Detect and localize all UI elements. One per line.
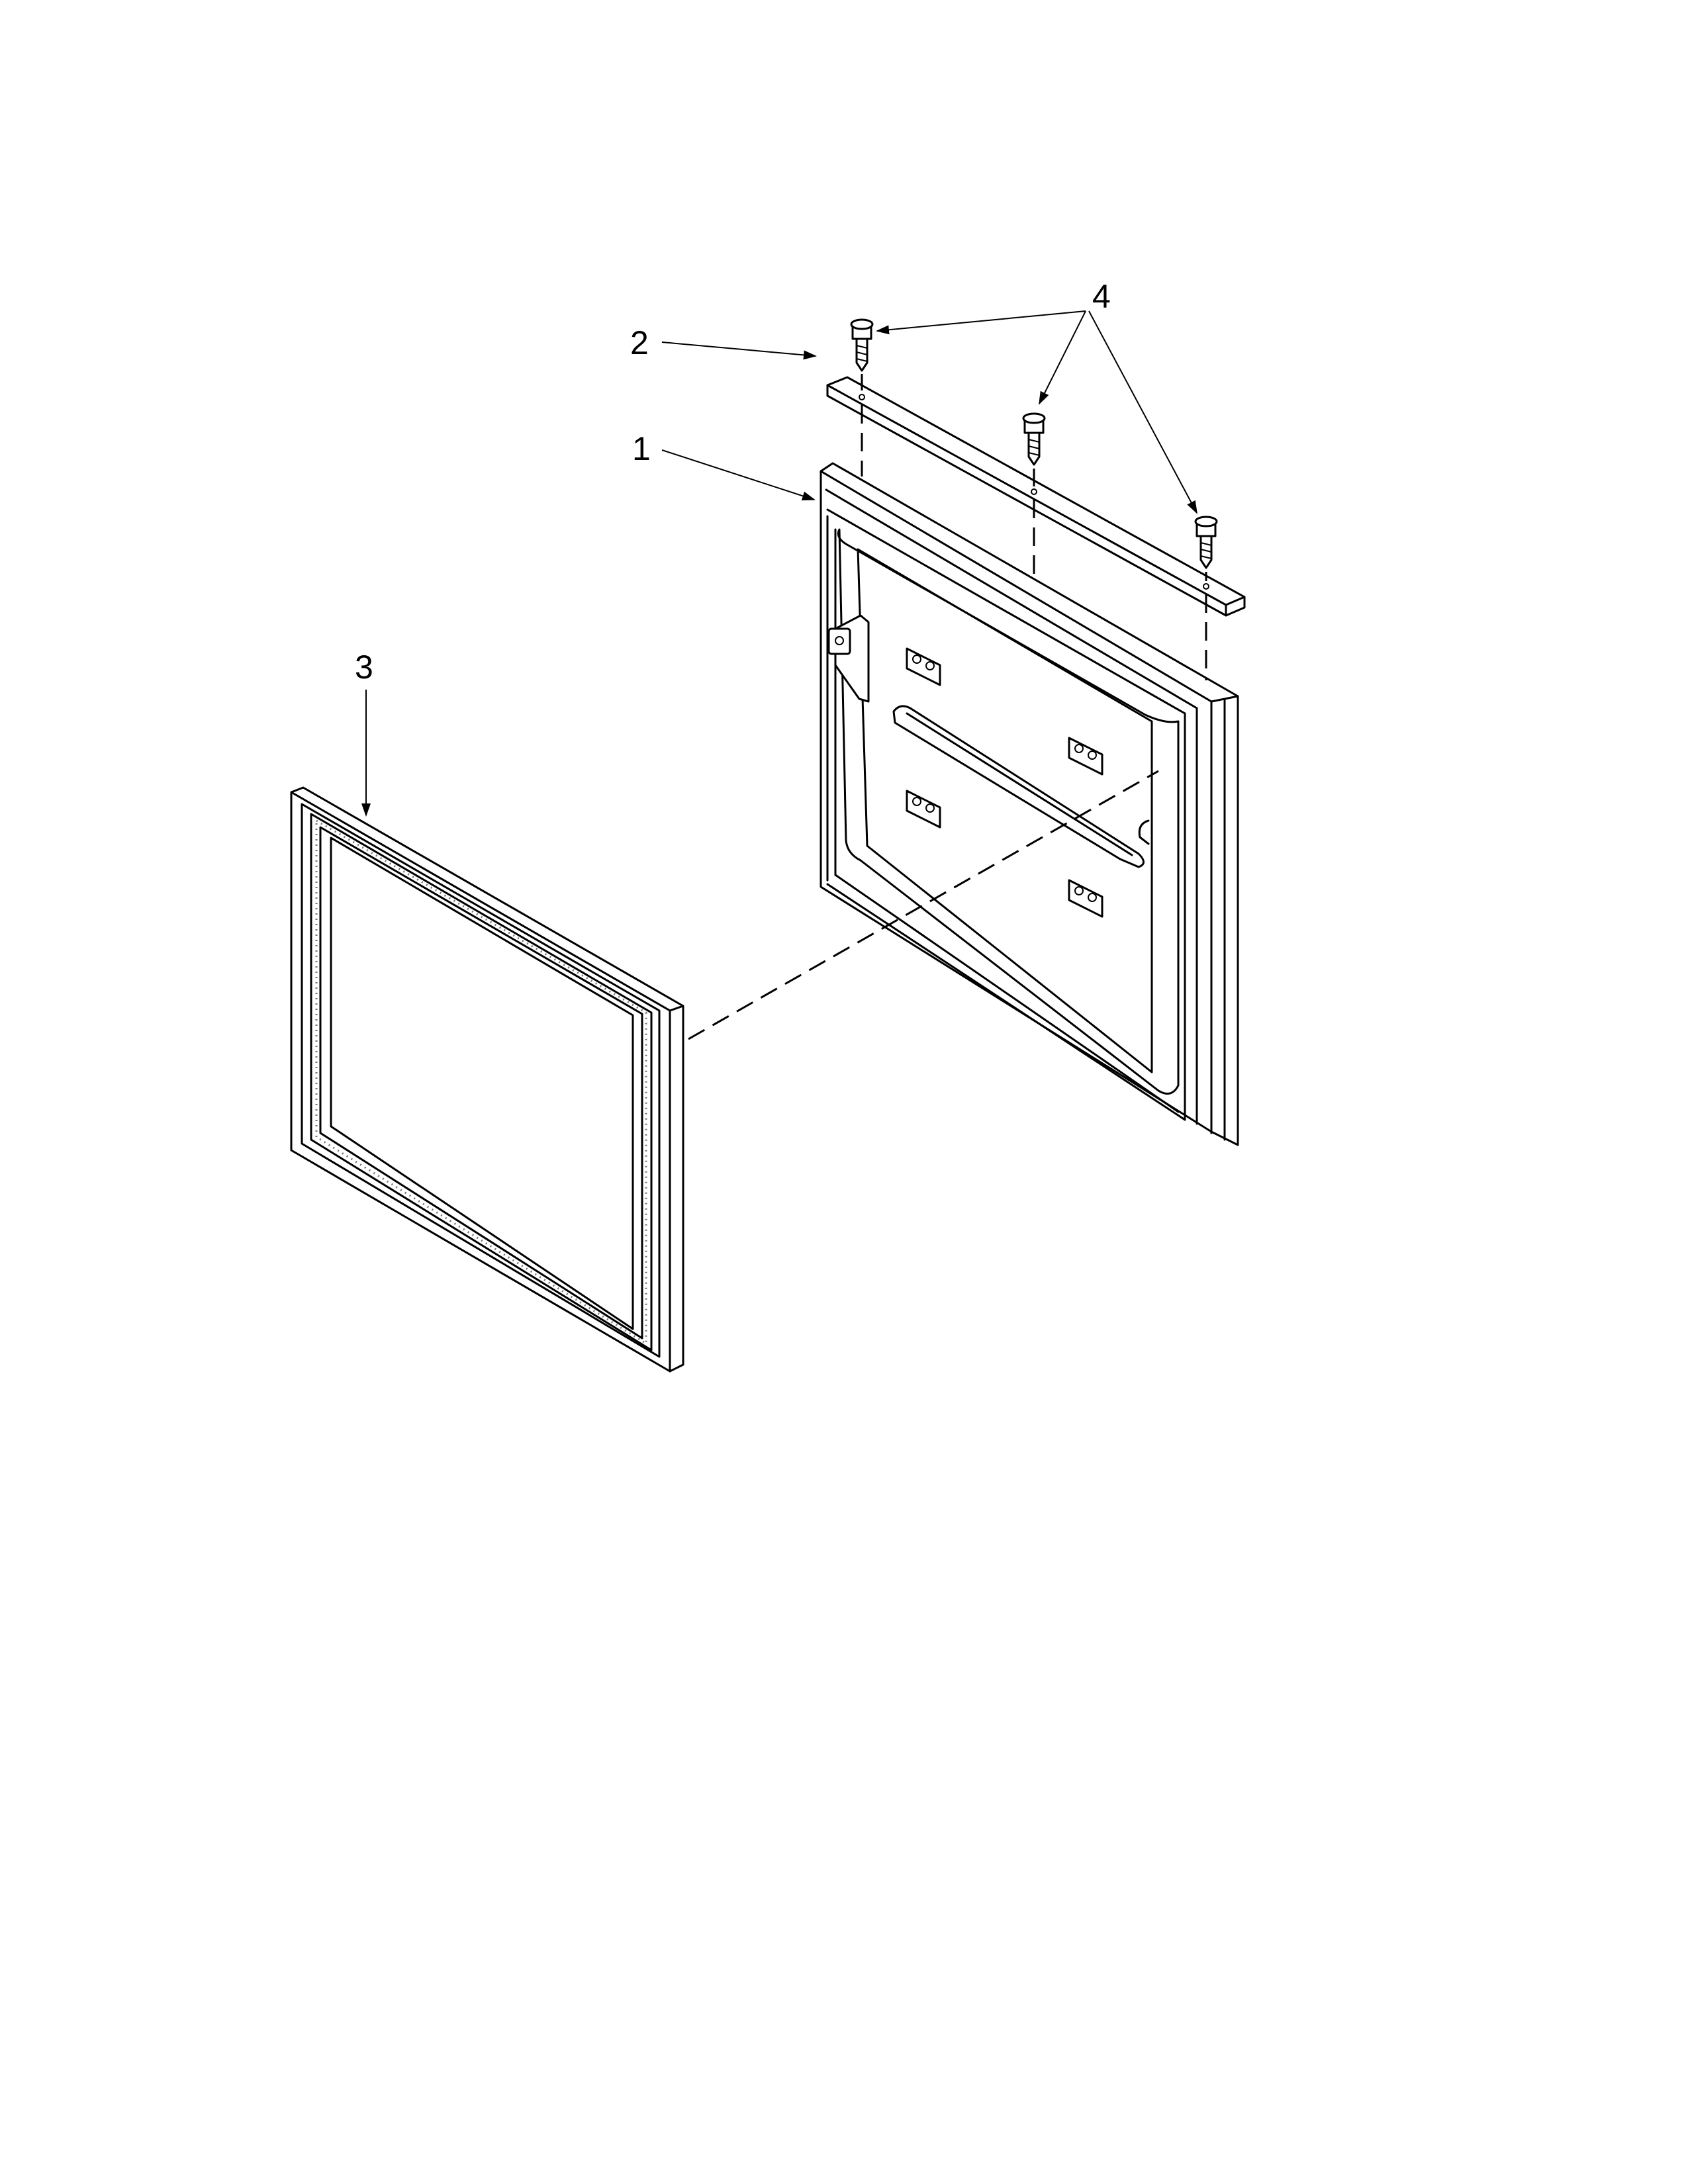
leader-1 [661,449,816,501]
screw-part-4 [1022,412,1046,466]
callout-3: 3 [355,649,373,686]
trim-strip-part-2 [826,376,1246,617]
bracket-plate [906,647,941,686]
leader-4c [1088,310,1197,514]
bracket-plate [906,790,941,829]
leader-lines [361,310,1197,817]
leader-4a [876,310,1086,335]
leader-2 [661,341,817,360]
screw-part-4 [850,318,874,372]
bracket-plate [1068,879,1103,918]
screw-part-4 [1194,516,1218,569]
bracket-plate [1068,737,1103,776]
callout-4: 4 [1092,278,1111,315]
callout-1: 1 [632,430,651,467]
door-gasket-part-3 [290,786,684,1373]
callout-2: 2 [630,324,649,361]
freezer-door-part-1 [820,462,1239,1146]
leader-4b [1039,310,1086,405]
